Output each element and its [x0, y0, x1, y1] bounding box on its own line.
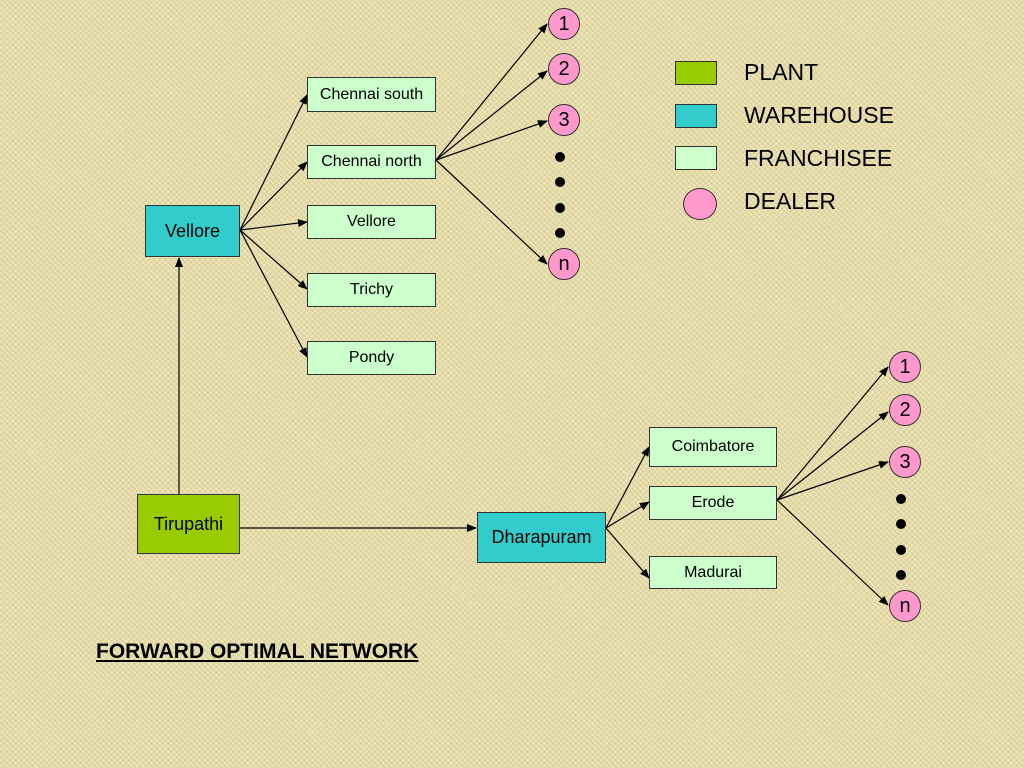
edge-vellore-chennai-north [239, 161, 308, 231]
edge-vellore-chennai-south [239, 94, 308, 231]
franchisee-pondy: Pondy [307, 341, 436, 375]
edge-vellore-trichy [239, 229, 308, 290]
edge-chennai-north-dealer-3 [435, 120, 548, 161]
franchisee-erode: Erode [649, 486, 777, 520]
franchisee-chennai-north: Chennai north [307, 145, 436, 179]
dealer-top-n: n [548, 248, 580, 280]
edge-erode-dealer-1 [776, 366, 889, 501]
legend-plant-label: PLANT [744, 59, 819, 85]
warehouse-vellore: Vellore [145, 205, 240, 257]
legend-dealer-swatch [683, 188, 717, 220]
edge-vellore-pondy [239, 229, 308, 358]
legend-warehouse-label: WAREHOUSE [744, 102, 894, 128]
ellipsis-dot [896, 519, 906, 529]
ellipsis-dot [555, 203, 565, 213]
edge-dharapuram-madurai [605, 527, 650, 579]
franchisee-vellore: Vellore [307, 205, 436, 239]
dealer-bottom-3: 3 [889, 446, 921, 478]
franchisee-trichy: Trichy [307, 273, 436, 307]
ellipsis-dot [555, 152, 565, 162]
diagram-title: FORWARD OPTIMAL NETWORK [96, 640, 419, 663]
franchisee-coimbatore: Coimbatore [649, 427, 777, 467]
edge-erode-dealer-2 [776, 411, 889, 501]
legend-franchisee-label: FRANCHISEE [744, 145, 893, 171]
legend-franchisee-swatch [675, 146, 717, 170]
edge-dharapuram-coimbatore [605, 446, 650, 529]
ellipsis-dot [555, 228, 565, 238]
ellipsis-dot [555, 177, 565, 187]
edge-chennai-north-dealer-2 [435, 70, 548, 161]
ellipsis-dot [896, 545, 906, 555]
legend-dealer-label: DEALER [744, 188, 837, 214]
dealer-top-1: 1 [548, 8, 580, 40]
franchisee-madurai: Madurai [649, 556, 777, 589]
ellipsis-dot [896, 494, 906, 504]
edge-dharapuram-erode [605, 501, 650, 529]
warehouse-dharapuram: Dharapuram [477, 512, 606, 563]
edge-erode-dealer-3 [776, 461, 889, 501]
dealer-top-2: 2 [548, 53, 580, 85]
dealer-bottom-1: 1 [889, 351, 921, 383]
dealer-top-3: 3 [548, 104, 580, 136]
edge-erode-dealer-n [776, 499, 889, 606]
dealer-bottom-2: 2 [889, 394, 921, 426]
ellipsis-dot [896, 570, 906, 580]
edge-chennai-north-dealer-n [435, 159, 548, 265]
edge-chennai-north-dealer-1 [435, 23, 548, 161]
dealer-bottom-n: n [889, 590, 921, 622]
edge-vellore-vellore [239, 219, 308, 231]
legend-plant-swatch [675, 61, 717, 85]
franchisee-chennai-south: Chennai south [307, 77, 436, 112]
plant-tirupathi: Tirupathi [137, 494, 240, 554]
legend-warehouse-swatch [675, 104, 717, 128]
